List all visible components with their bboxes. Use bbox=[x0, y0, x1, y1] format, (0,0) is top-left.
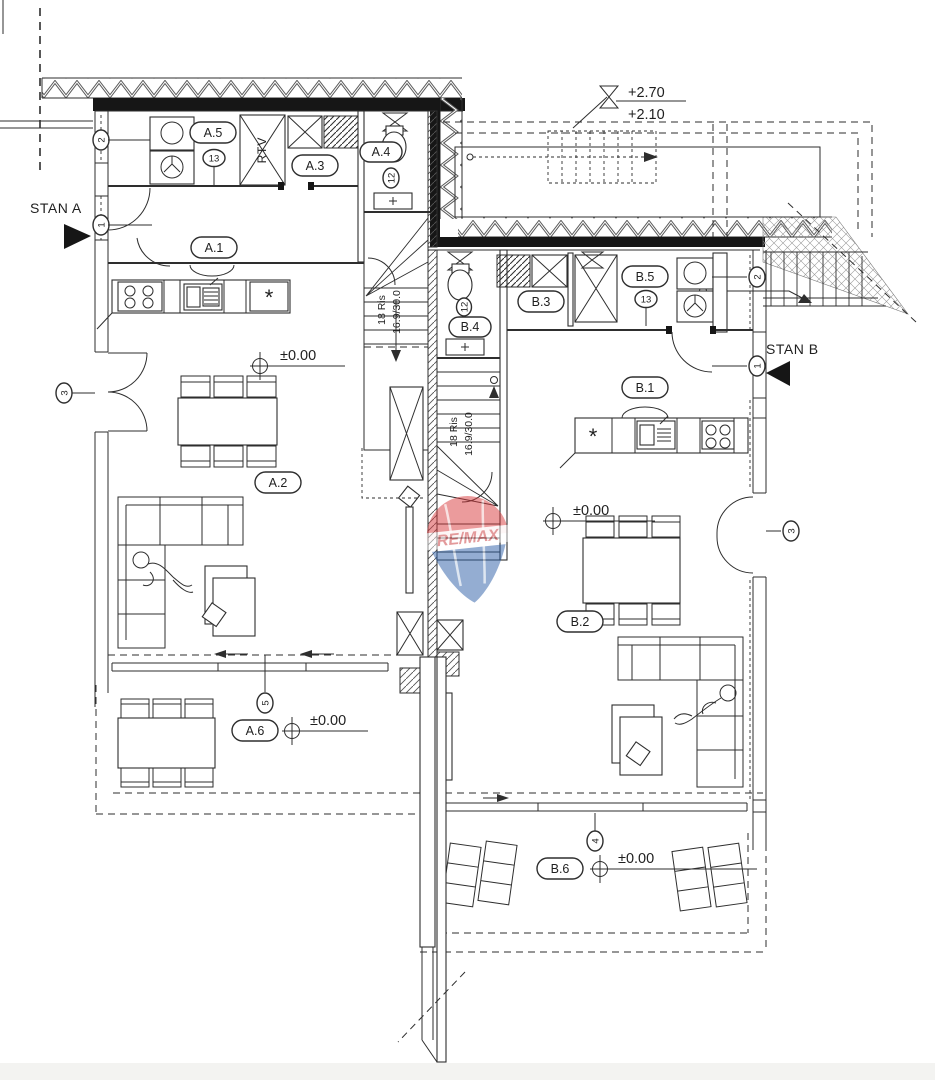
elevation-zero-a2: ±0.00 bbox=[280, 348, 316, 364]
marker-window-2b: 2 bbox=[753, 274, 764, 279]
site-edges bbox=[0, 0, 93, 170]
terrace-a6: 5 A.6 ±0.00 bbox=[94, 650, 424, 815]
wc-b4: 12 B.4 bbox=[437, 249, 508, 561]
structure-walls bbox=[41, 77, 917, 323]
watermark-remax-balloon: RE/MAX bbox=[422, 496, 514, 603]
room-label-b6: B.6 bbox=[551, 862, 570, 876]
fridge-symbol-b: * bbox=[589, 424, 598, 449]
kitchen-b: * bbox=[559, 406, 749, 469]
elevation-landing: +2.10 bbox=[628, 107, 665, 123]
person-b-icon bbox=[673, 684, 737, 725]
watermark-brand: RE/MAX bbox=[436, 527, 501, 551]
elevation-zero-b2: ±0.00 bbox=[573, 503, 609, 519]
marker-3b: 3 bbox=[787, 528, 798, 533]
bathroom-b5: B.5 13 bbox=[574, 251, 728, 333]
wc-a4: A.4 12 bbox=[357, 110, 430, 263]
terrace-b6: 4 B.6 ±0.00 bbox=[420, 784, 767, 953]
wardrobe-rtv-a: RTV bbox=[239, 114, 363, 186]
elevation-zero-a6: ±0.00 bbox=[310, 713, 346, 729]
stair-a-dim: 16.9/30.0 bbox=[391, 290, 403, 334]
apartment-a-west-wall: 2 1 STAN A bbox=[30, 111, 152, 655]
room-label-a5: A.5 bbox=[204, 126, 223, 140]
stair-b-dim: 16.9/30.0 bbox=[463, 412, 475, 456]
marker-12b: 12 bbox=[460, 302, 471, 313]
rtv-cabinet-label: RTV bbox=[255, 137, 269, 164]
hall-b3: B.3 bbox=[496, 252, 574, 327]
wardrobes-a2 bbox=[361, 386, 424, 656]
person-a-icon bbox=[132, 551, 194, 593]
stair-a-risers: 18 Ris bbox=[376, 295, 388, 325]
fridge-symbol-a: * bbox=[265, 285, 274, 310]
marker-12a: 12 bbox=[387, 173, 398, 184]
living-room-a2: 3 ±0.00 A.2 bbox=[55, 348, 345, 649]
stair-b: 18 Ris 16.9/30.0 bbox=[436, 371, 500, 781]
section-marker: +2.70 +2.10 bbox=[572, 85, 686, 129]
room-label-a4: A.4 bbox=[372, 145, 391, 159]
living-room-b2: ±0.00 B.2 bbox=[445, 503, 763, 794]
marker-door-1b: 1 bbox=[753, 363, 764, 368]
apartment-a-label: STAN A bbox=[30, 200, 82, 216]
apartment-b-east-wall: 2 1 STAN B 3 bbox=[712, 250, 819, 850]
room-a1: A.1 bbox=[107, 187, 364, 277]
room-label-b1: B.1 bbox=[636, 381, 655, 395]
elevation-zero-b6: ±0.00 bbox=[618, 851, 654, 867]
room-label-a2: A.2 bbox=[269, 476, 288, 490]
room-label-b3: B.3 bbox=[532, 295, 551, 309]
central-wall bbox=[427, 110, 438, 658]
apartment-b-label: STAN B bbox=[766, 341, 819, 357]
marker-door-1a: 1 bbox=[97, 222, 108, 227]
room-b1: B.1 bbox=[507, 326, 753, 399]
marker-window-2a: 2 bbox=[97, 137, 108, 142]
kitchen-a: * bbox=[96, 277, 291, 330]
stair-landing bbox=[443, 121, 873, 237]
room-label-b2: B.2 bbox=[571, 615, 590, 629]
room-label-b4: B.4 bbox=[461, 320, 480, 334]
party-walls-south bbox=[397, 656, 466, 1063]
entry-arrow-a-icon bbox=[64, 224, 91, 249]
stair-b-risers: 18 Ris bbox=[448, 417, 460, 447]
bathroom-a5: A.5 13 bbox=[149, 116, 237, 186]
room-label-b5: B.5 bbox=[636, 270, 655, 284]
room-label-a6: A.6 bbox=[246, 724, 265, 738]
stair-a: 18 Ris 16.9/30.0 bbox=[363, 211, 429, 451]
hall-a3: A.3 bbox=[108, 154, 364, 190]
marker-3a: 3 bbox=[60, 390, 71, 395]
scan-edge-strip bbox=[0, 1063, 935, 1080]
marker-5-terrace-a: 5 bbox=[261, 700, 272, 705]
entry-arrow-b-icon bbox=[766, 361, 790, 386]
room-label-a3: A.3 bbox=[306, 159, 325, 173]
room-label-a1: A.1 bbox=[205, 241, 224, 255]
marker-13b: 13 bbox=[641, 295, 652, 306]
elevation-upper: +2.70 bbox=[628, 85, 665, 101]
marker-4-terrace-b: 4 bbox=[591, 838, 602, 843]
marker-13a: 13 bbox=[209, 154, 220, 165]
